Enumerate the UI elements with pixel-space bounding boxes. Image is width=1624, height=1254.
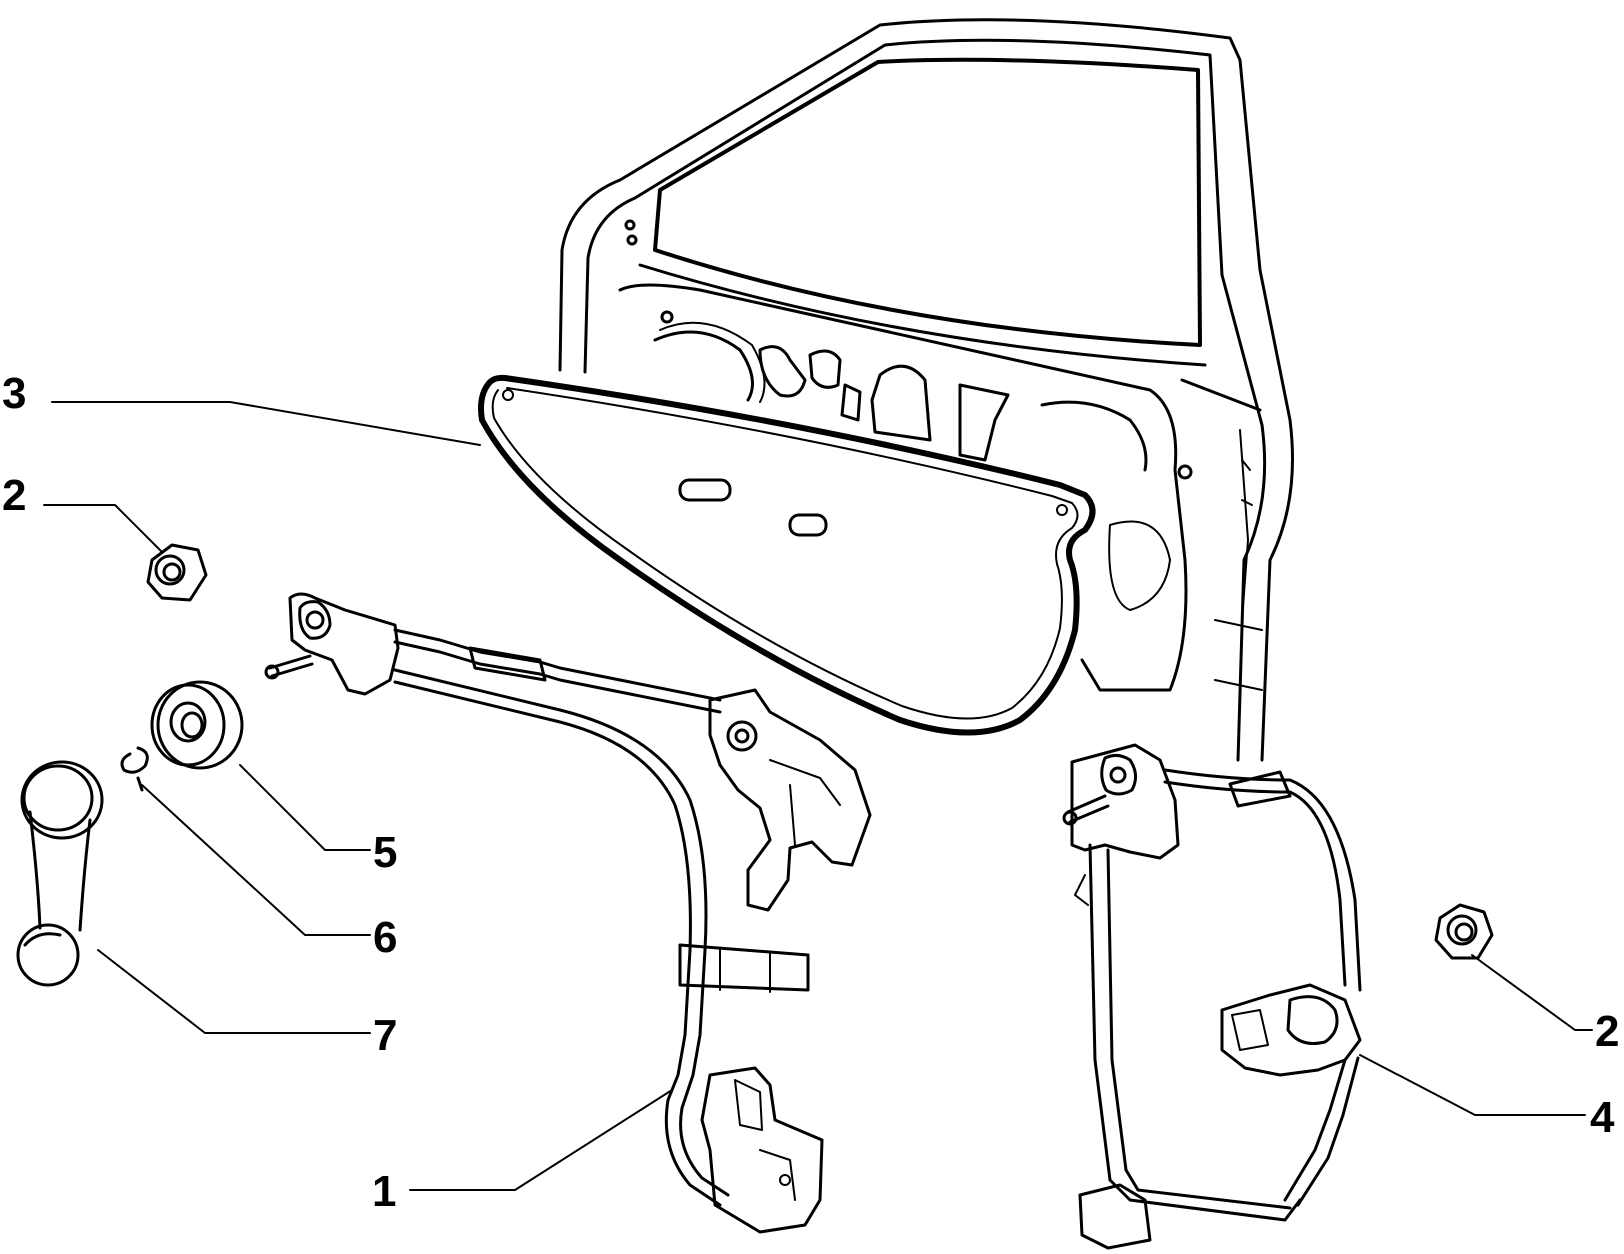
part-5-washer	[150, 680, 244, 770]
leader-7	[97, 949, 371, 1034]
callout-1: 1	[372, 1167, 396, 1216]
door-frame	[558, 18, 1294, 762]
callout-6: 6	[373, 913, 397, 962]
callout-7: 7	[373, 1011, 397, 1060]
leader-3	[51, 401, 481, 446]
leader-4	[1359, 1054, 1586, 1116]
leader-1	[409, 1089, 673, 1191]
callout-3: 3	[2, 369, 26, 418]
callout-4: 4	[1590, 1093, 1615, 1142]
part-2-nut-left	[146, 543, 208, 602]
callout-labels: 3 2 5 6 7 1 2 4	[2, 369, 1619, 1216]
part-2-nut-right	[1434, 903, 1494, 960]
part-6-spring-clip	[120, 746, 149, 792]
part-4-window-regulator-right	[1062, 743, 1362, 1250]
part-3-door-panel-seal	[478, 374, 1096, 736]
part-1-window-regulator-left	[264, 592, 872, 1234]
leader-2-left	[43, 504, 163, 553]
leader-6	[141, 784, 371, 936]
leader-5	[239, 764, 371, 851]
callout-5: 5	[373, 828, 397, 877]
callout-2-right: 2	[1595, 1007, 1619, 1056]
part-7-window-crank-handle	[16, 760, 104, 987]
leader-2-right	[1471, 954, 1593, 1031]
callout-2-left: 2	[2, 471, 26, 520]
leader-lines	[43, 401, 1593, 1191]
